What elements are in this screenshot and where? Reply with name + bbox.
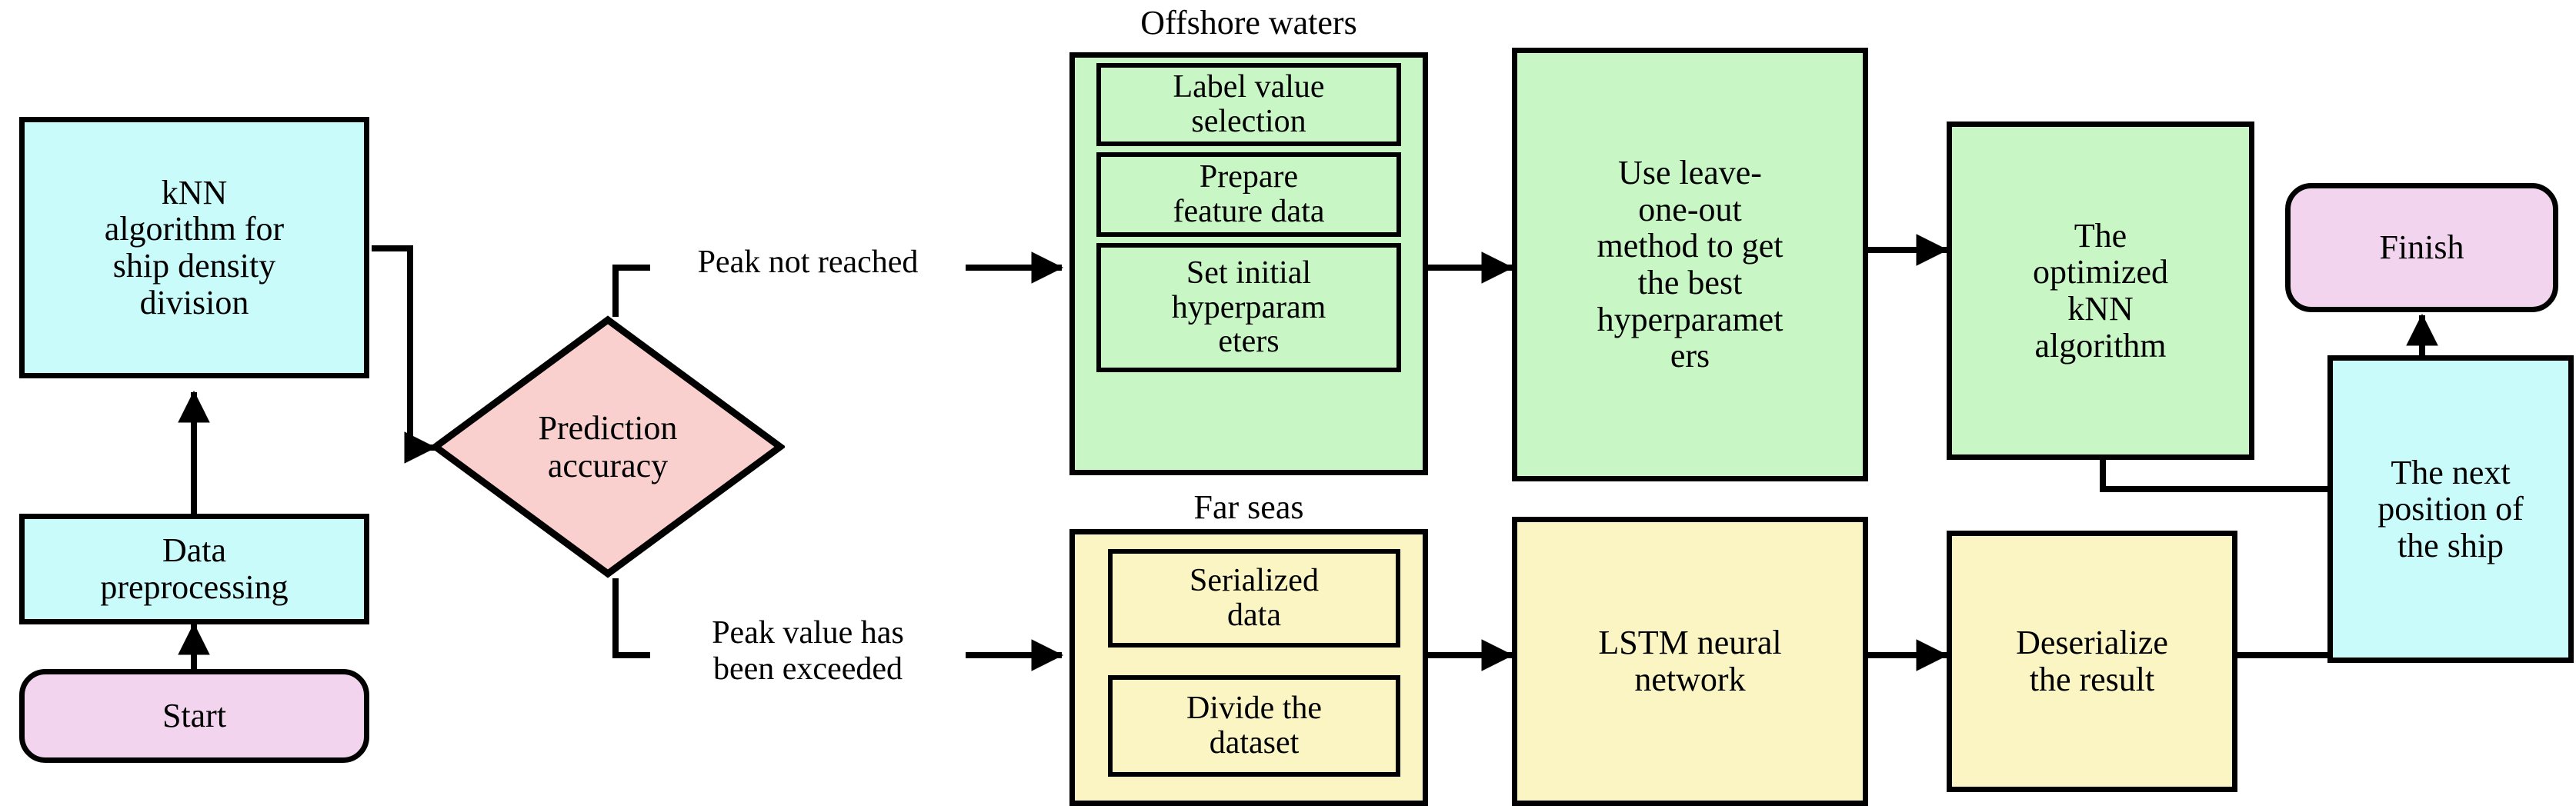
group-title-offshore-waters: Offshore waters [1140, 4, 1357, 42]
node-knn-density-label: kNN algorithm for ship density division [104, 173, 285, 321]
group-offshore-item-0[interactable]: Label value selection [1096, 63, 1401, 146]
edge-decision-top-stub [612, 265, 650, 317]
node-next-position[interactable]: The next position of the ship [2327, 355, 2574, 663]
edge-knn-to-decision [372, 245, 437, 464]
node-prediction-accuracy[interactable]: Prediction accuracy [431, 315, 785, 578]
node-leave-one-out[interactable]: Use leave- one-out method to get the bes… [1512, 48, 1868, 481]
node-leave-one-out-label: Use leave- one-out method to get the bes… [1597, 154, 1784, 375]
node-optimized-knn[interactable]: The optimized kNN algorithm [1947, 122, 2254, 460]
node-knn-density[interactable]: kNN algorithm for ship density division [19, 117, 369, 378]
decision-diamond-shape [431, 315, 785, 578]
node-data-preprocessing[interactable]: Data preprocessing [19, 514, 369, 624]
node-start-label: Start [162, 697, 227, 735]
group-offshore-item-1[interactable]: Prepare feature data [1096, 152, 1401, 237]
node-next-position-label: The next position of the ship [2377, 453, 2524, 564]
edge-decision-bottom-stub [612, 578, 650, 658]
group-farseas-item-1[interactable]: Divide the dataset [1108, 675, 1400, 777]
node-start[interactable]: Start [19, 669, 369, 763]
node-lstm[interactable]: LSTM neural network [1512, 517, 1868, 806]
node-optimized-knn-label: The optimized kNN algorithm [2033, 216, 2168, 365]
node-lstm-label: LSTM neural network [1598, 624, 1782, 698]
node-data-preprocessing-label: Data preprocessing [100, 531, 289, 606]
edge-label-peak-not-reached: Peak not reached [697, 245, 919, 280]
node-prediction-accuracy-label: Prediction accuracy [538, 408, 678, 484]
node-finish[interactable]: Finish [2285, 183, 2558, 312]
edge-label-peak-exceeded: Peak value has been exceeded [712, 615, 904, 687]
node-deserialize-label: Deserialize the result [2016, 624, 2168, 698]
node-deserialize[interactable]: Deserialize the result [1947, 531, 2237, 792]
group-title-far-seas: Far seas [1193, 488, 1304, 526]
group-farseas-item-0[interactable]: Serialized data [1108, 549, 1400, 648]
group-offshore-item-2[interactable]: Set initial hyperparam eters [1096, 243, 1401, 372]
node-finish-label: Finish [2379, 228, 2464, 267]
